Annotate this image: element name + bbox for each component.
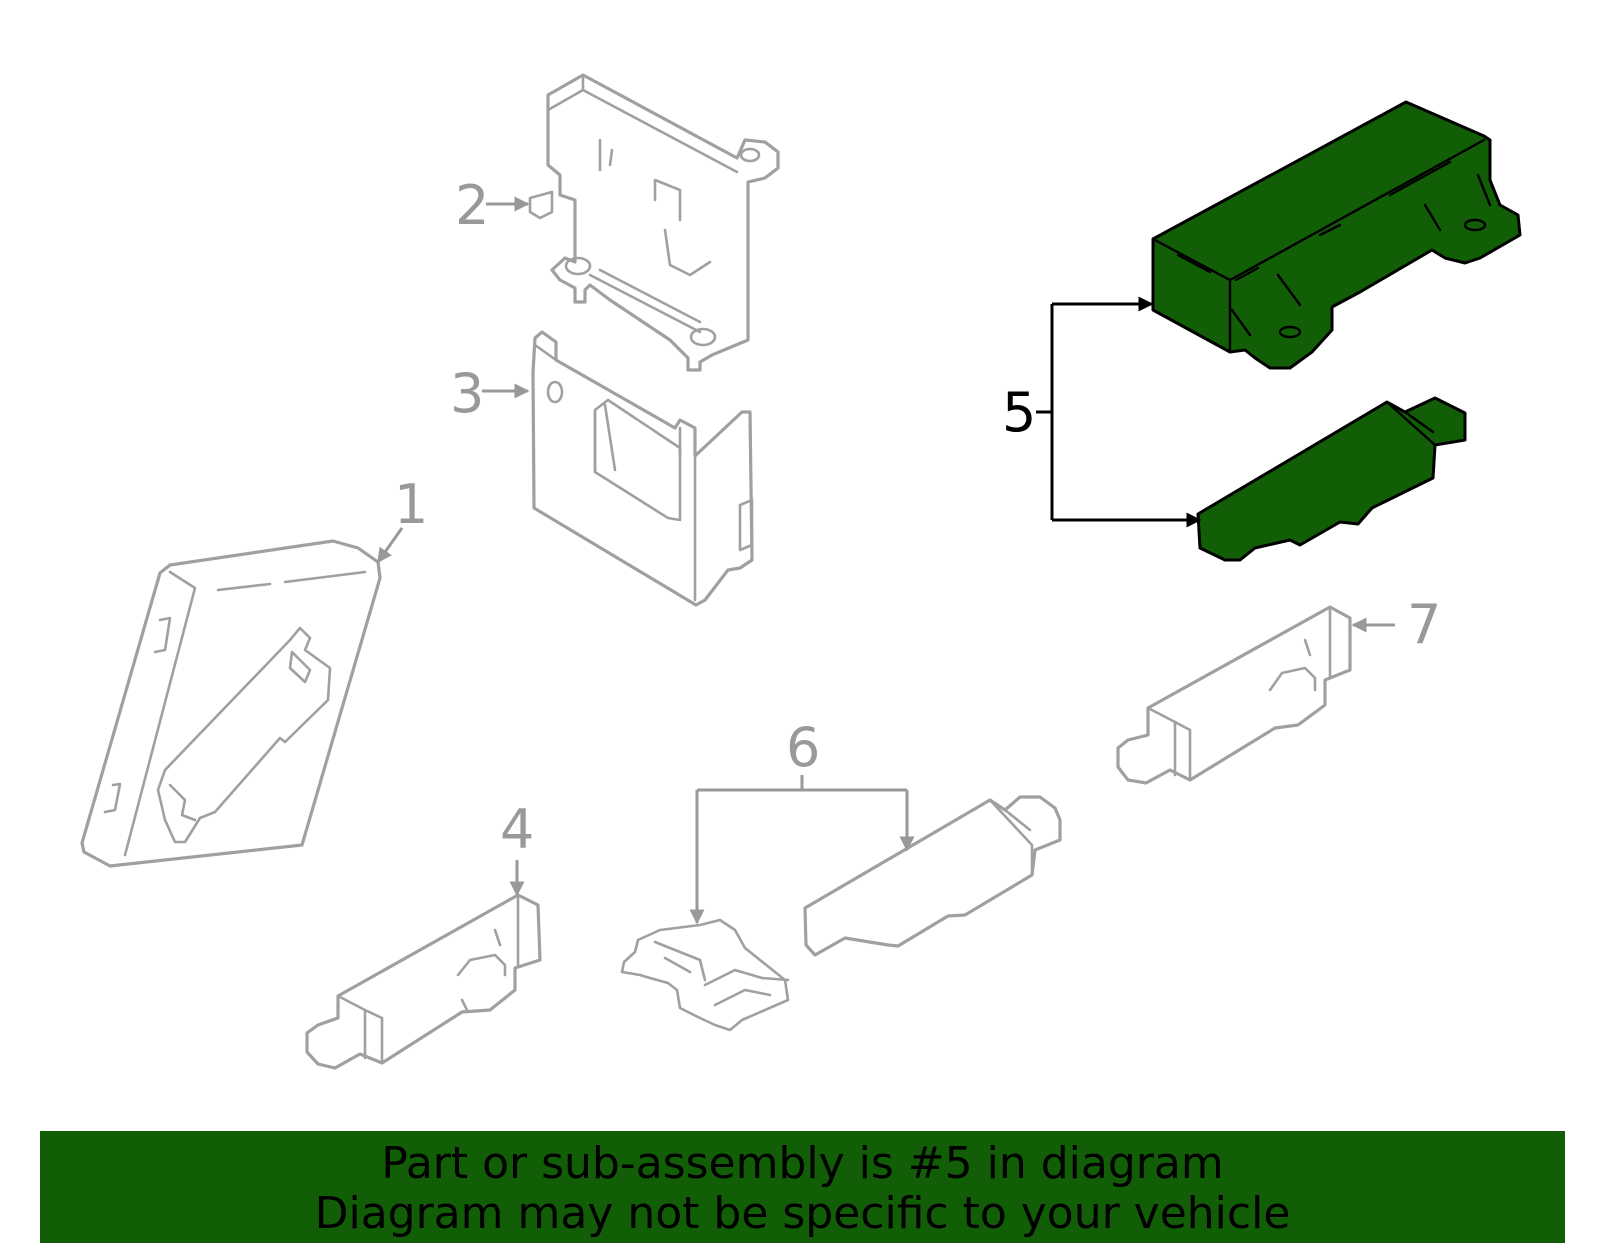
part-7-antenna[interactable] [1116,605,1352,785]
leader-lines [376,196,1395,925]
callout-3: 3 [450,362,484,425]
banner-line-2: Diagram may not be specific to your vehi… [314,1188,1291,1239]
part-4-antenna[interactable] [305,893,542,1070]
callout-4: 4 [500,798,534,861]
part-5-highlighted-upper[interactable] [1151,100,1522,370]
part-3-module[interactable] [531,330,754,607]
part-2-bracket[interactable] [528,73,780,372]
banner-line-1: Part or sub-assembly is #5 in diagram [381,1138,1224,1189]
callout-6: 6 [786,716,820,779]
part-6-antenna-assembly[interactable] [620,795,1062,1032]
info-banner: Part or sub-assembly is #5 in diagram Di… [40,1131,1565,1243]
callout-2: 2 [455,174,489,237]
callout-5: 5 [1002,381,1036,444]
callout-7: 7 [1407,593,1441,656]
callout-1: 1 [394,473,428,536]
part-5-highlighted-lower[interactable] [1196,396,1467,562]
part-1-control-unit[interactable] [80,539,382,868]
